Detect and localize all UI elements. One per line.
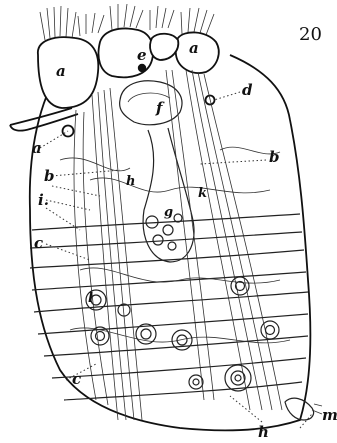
cell-small-between <box>150 34 178 60</box>
label-e: e <box>137 46 147 64</box>
cell-a-left <box>38 37 98 108</box>
label-c-upper: c <box>34 234 43 252</box>
structure-f <box>120 81 182 125</box>
label-f: f <box>155 99 165 117</box>
tail-m <box>285 398 314 420</box>
longitudinal-fibers <box>74 70 282 420</box>
label-a-left-side: a <box>32 139 42 157</box>
label-h-upper: h <box>126 174 135 189</box>
label-d: d <box>242 81 253 99</box>
label-a-right-cell: a <box>189 39 199 57</box>
label-b-right: b <box>269 148 280 166</box>
label-g: g <box>164 205 173 220</box>
label-m: m <box>322 406 337 424</box>
label-h-lower: h <box>258 423 269 441</box>
label-b-left: b <box>44 167 55 185</box>
label-c-lower: c <box>72 370 81 388</box>
label-i: i. <box>38 191 49 209</box>
label-l: l <box>88 291 93 306</box>
label-a-left-cell: a <box>56 62 66 80</box>
label-k: k <box>198 186 207 201</box>
nucleus-e <box>138 64 146 72</box>
